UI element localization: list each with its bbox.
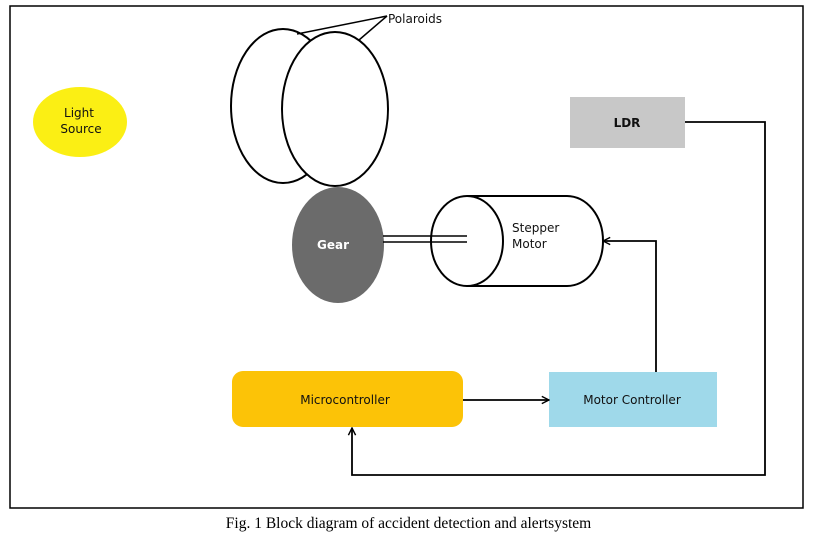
diagram-frame (9, 5, 804, 509)
stepper-motor-label-line-2: Motor (512, 237, 547, 251)
stepper-motor-label-line-1: Stepper (512, 221, 559, 235)
arrow-motor-controller-to-stepper-motor (603, 241, 657, 372)
polaroids-label: Polaroids (388, 12, 442, 26)
gear-label: Gear (317, 238, 349, 252)
microcontroller-box (232, 371, 463, 427)
light-source-label-line-2: Source (60, 122, 101, 136)
arrow-ldr-to-microcontroller (352, 121, 766, 476)
light-source-label-line-1: Light (64, 106, 94, 120)
motor-shaft (383, 235, 470, 243)
polaroid-front (281, 31, 389, 187)
ldr-label: LDR (614, 116, 641, 130)
motor-controller-box (549, 372, 717, 427)
ldr-box (570, 97, 685, 148)
polaroids: Polaroids (230, 12, 442, 187)
polaroids-pointer-back (296, 15, 388, 35)
polaroids-pointer-front (358, 15, 388, 41)
ldr-block: LDR (570, 97, 685, 148)
motor-controller-block: Motor Controller (549, 372, 717, 427)
gear-shape (292, 187, 384, 303)
motor-controller-label: Motor Controller (583, 393, 681, 407)
figure-caption: Fig. 1 Block diagram of accident detecti… (225, 515, 592, 532)
light-source: Light Source (33, 87, 127, 157)
microcontroller-label: Microcontroller (300, 393, 390, 407)
microcontroller-block: Microcontroller (232, 371, 463, 427)
gear: Gear (292, 187, 384, 303)
stepper-motor-face (430, 195, 504, 287)
light-source-shape (33, 87, 127, 157)
